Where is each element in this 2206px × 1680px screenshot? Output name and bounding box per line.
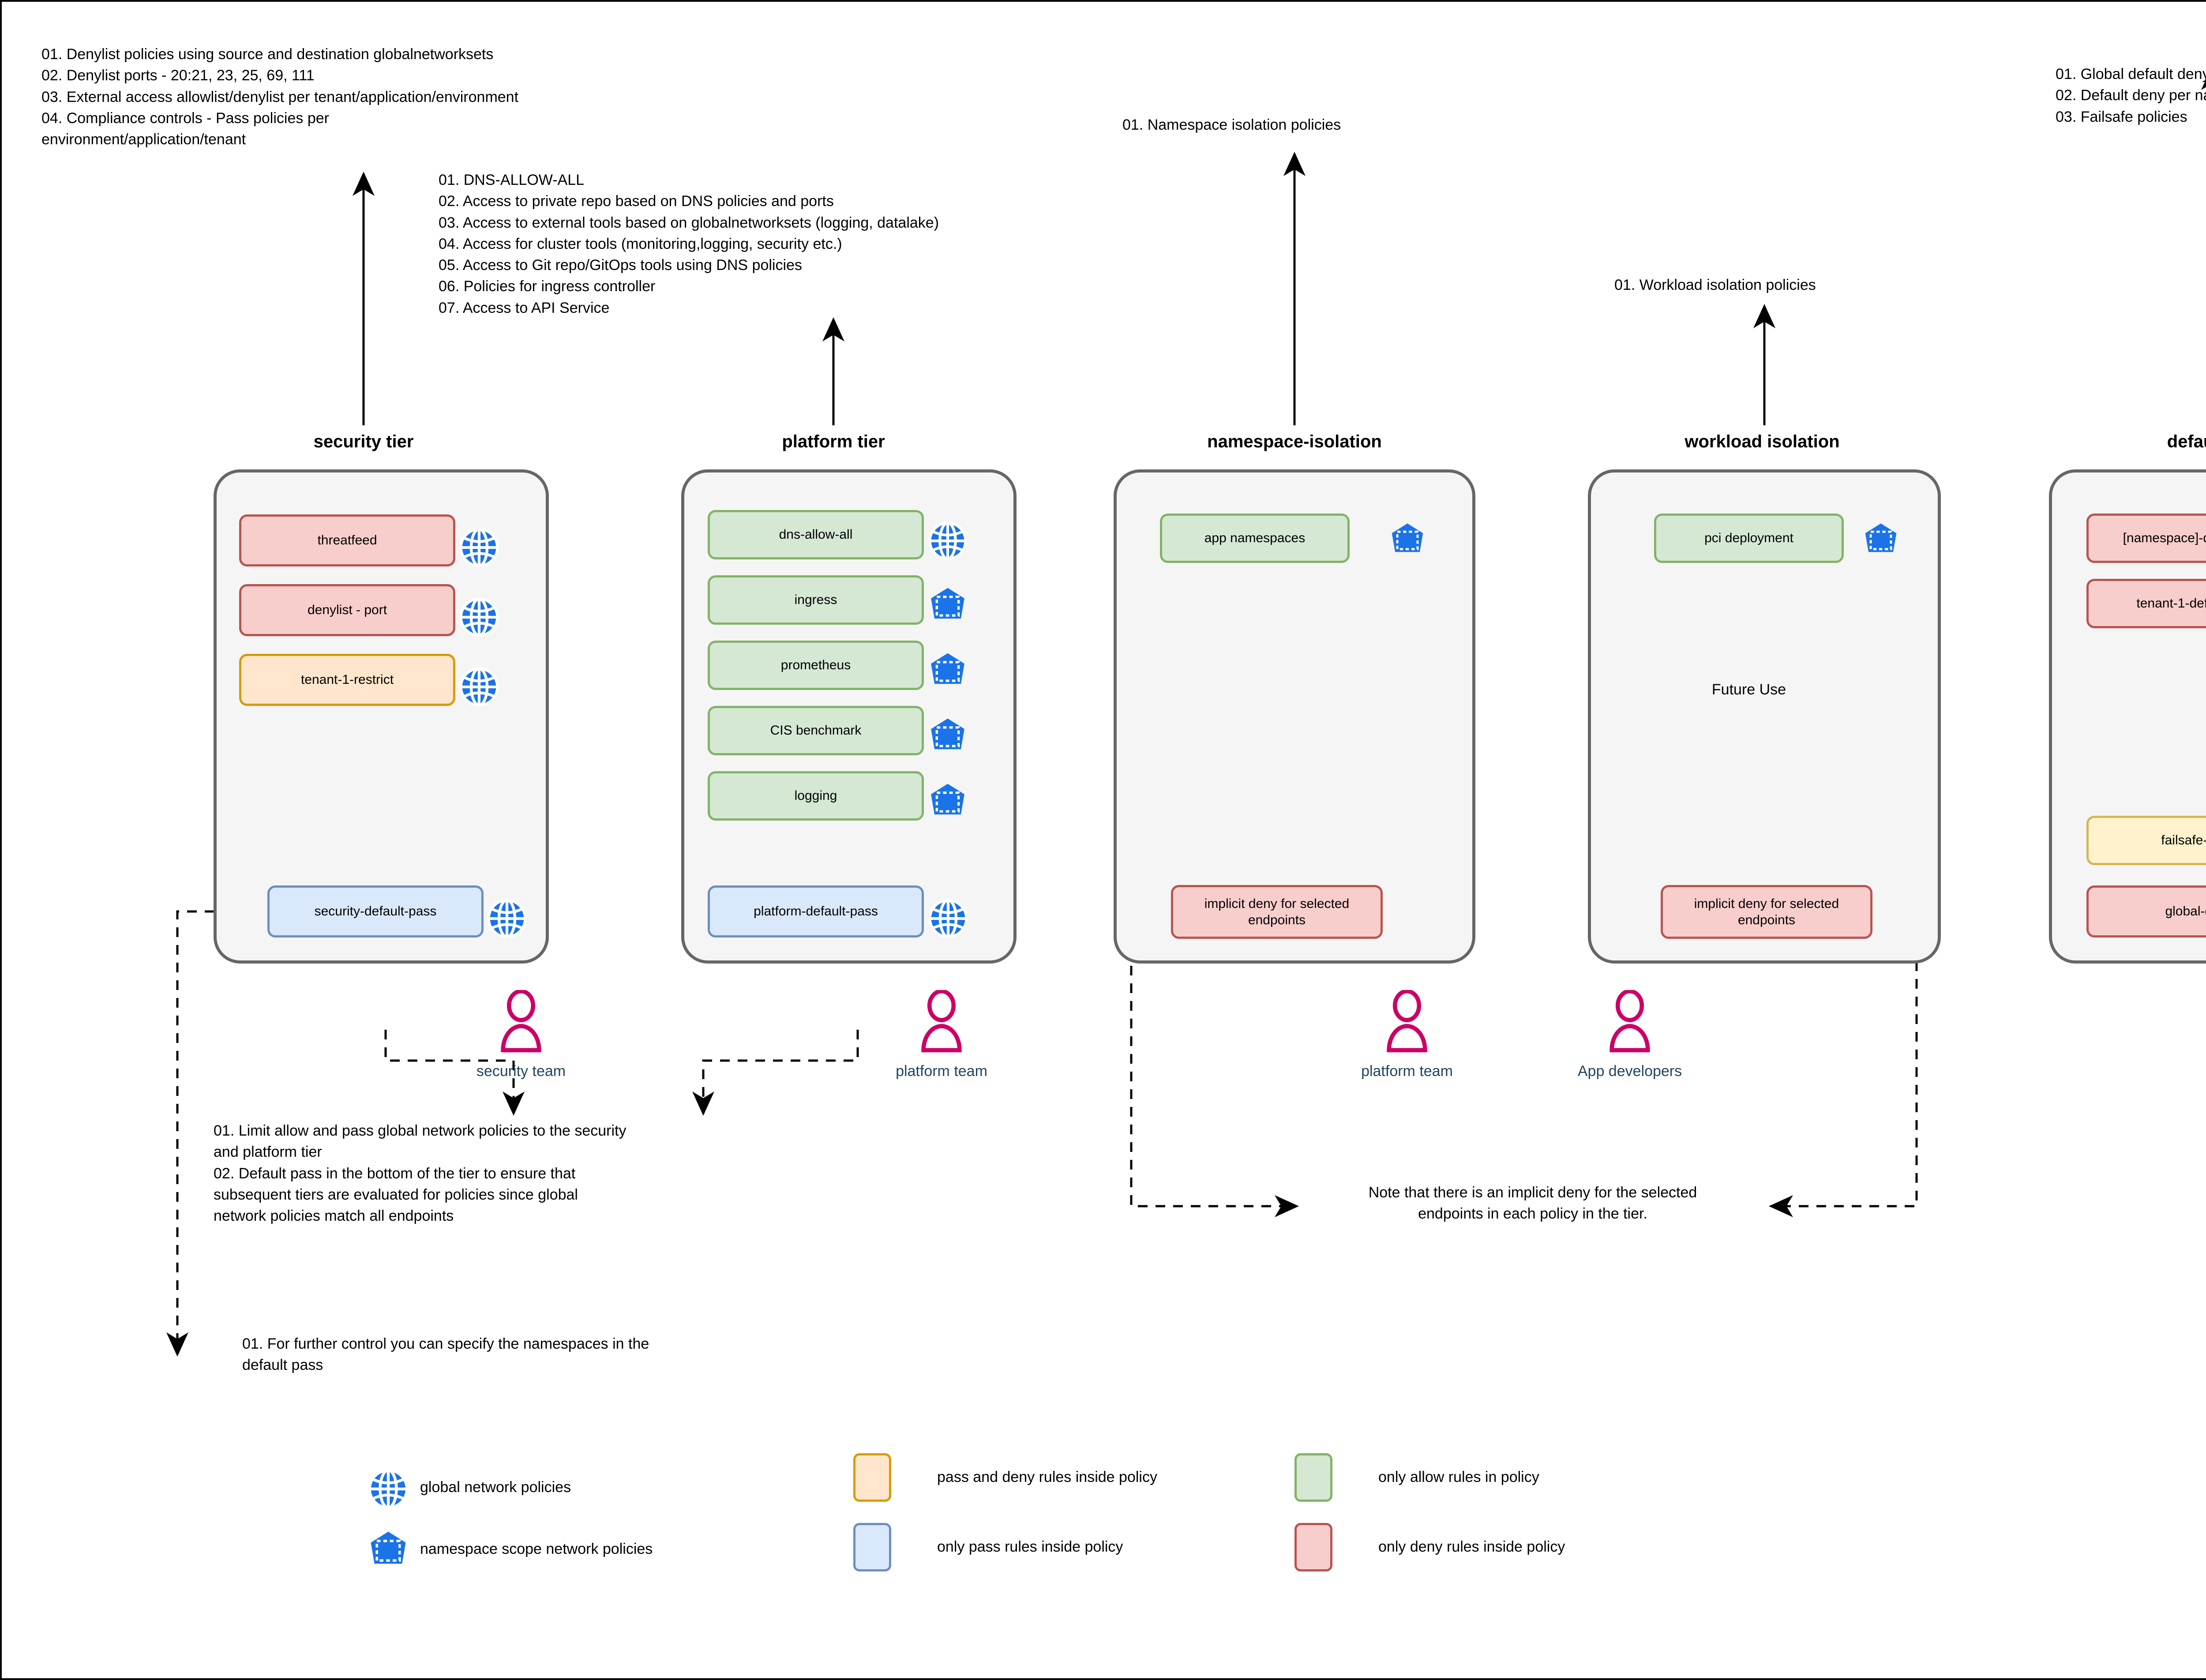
owner-label-security-team: security team: [476, 1063, 566, 1080]
globe-icon: [928, 521, 967, 560]
policy-failsafe-allow[interactable]: failsafe-allow: [2086, 816, 2206, 865]
person-icon: [1383, 990, 1431, 1056]
legend-namespace-scope-icon: [368, 1530, 409, 1571]
globe-icon: [459, 528, 499, 567]
legend-label-only-deny: only deny rules inside policy: [1378, 1538, 1565, 1555]
policy-global-deny[interactable]: global-deny: [2086, 885, 2206, 938]
tier-title-platform: platform tier: [782, 432, 885, 451]
note-platform-tier: 01. DNS-ALLOW-ALL 02. Access to private …: [439, 172, 939, 316]
legend-swatch-only-allow: [1294, 1453, 1332, 1502]
namespace-scope-icon: [928, 587, 967, 626]
tier-title-security: security tier: [313, 432, 414, 451]
policy-dns-allow-all[interactable]: dns-allow-all: [708, 510, 924, 559]
person-icon: [1606, 990, 1654, 1056]
namespace-scope-icon: [1863, 522, 1899, 559]
legend-label-namespace-scope-policies: namespace scope network policies: [420, 1541, 653, 1557]
policy-prometheus[interactable]: prometheus: [708, 641, 924, 690]
policy-security-default-pass[interactable]: security-default-pass: [267, 885, 484, 938]
tier-title-namespace-isolation: namespace-isolation: [1207, 432, 1382, 451]
wire-platform-tier-to-note: [692, 1030, 859, 1116]
policy-cis-benchmark[interactable]: CIS benchmark: [708, 706, 924, 755]
note-limit-allow-pass: 01. Limit allow and pass global network …: [214, 1122, 627, 1225]
legend-label-only-allow: only allow rules in policy: [1378, 1469, 1539, 1485]
note-further-control: 01. For further control you can specify …: [242, 1335, 649, 1374]
legend-swatch-only-pass: [853, 1523, 891, 1571]
policy-ingress[interactable]: ingress: [708, 575, 924, 625]
workload-future-use-text: Future Use: [1711, 681, 1786, 698]
policy-app-namespaces[interactable]: app namespaces: [1160, 514, 1350, 563]
owner-label-app-developers: App developers: [1577, 1063, 1682, 1080]
legend-label-only-pass: only pass rules inside policy: [937, 1538, 1123, 1555]
policy-threatfeed[interactable]: threatfeed: [239, 514, 455, 566]
policy-namespace-default-deny[interactable]: [namespace]-default-deny: [2086, 514, 2206, 563]
tier-title-default: default tier: [2167, 432, 2206, 451]
policy-platform-default-pass[interactable]: platform-default-pass: [708, 885, 924, 938]
policy-implicit-deny-workload[interactable]: implicit deny for selected endpoints: [1661, 885, 1872, 939]
legend-swatch-pass-and-deny: [853, 1453, 891, 1502]
policy-logging[interactable]: logging: [708, 771, 924, 821]
namespace-scope-icon: [928, 783, 967, 821]
globe-icon: [459, 597, 499, 637]
note-namespace-isolation: 01. Namespace isolation policies: [1122, 116, 1341, 133]
namespace-scope-icon: [1389, 522, 1426, 559]
legend-globe-icon: [368, 1469, 409, 1509]
legend-swatch-only-deny: [1294, 1523, 1332, 1571]
tier-title-workload-isolation: workload isolation: [1685, 432, 1840, 451]
namespace-scope-icon: [928, 717, 967, 756]
policy-denylist-port[interactable]: denylist - port: [239, 584, 455, 636]
owner-label-platform-team: platform team: [896, 1063, 987, 1080]
person-icon: [917, 990, 966, 1056]
globe-icon: [487, 899, 527, 938]
policy-pci-deployment[interactable]: pci deployment: [1654, 514, 1844, 563]
globe-icon: [928, 899, 968, 938]
policy-implicit-deny-namespace[interactable]: implicit deny for selected endpoints: [1171, 885, 1383, 939]
person-icon: [497, 990, 545, 1056]
namespace-scope-icon: [928, 652, 967, 691]
note-default-tier: 01. Global default deny 02. Default deny…: [2056, 66, 2206, 125]
note-workload-isolation: 01. Workload isolation policies: [1614, 277, 1816, 293]
policy-tenant-1-restrict[interactable]: tenant-1-restrict: [239, 654, 455, 706]
legend-label-global-network-policies: global network policies: [420, 1479, 571, 1496]
note-implicit-deny: Note that there is an implicit deny for …: [1368, 1184, 1697, 1222]
policy-tenant-1-default-deny[interactable]: tenant-1-default-deny: [2086, 579, 2206, 628]
owner-label-namespace-team: platform team: [1361, 1063, 1453, 1080]
note-security-tier: 01. Denylist policies using source and d…: [41, 46, 519, 148]
legend-label-pass-and-deny: pass and deny rules inside policy: [937, 1469, 1157, 1485]
globe-icon: [459, 667, 499, 707]
